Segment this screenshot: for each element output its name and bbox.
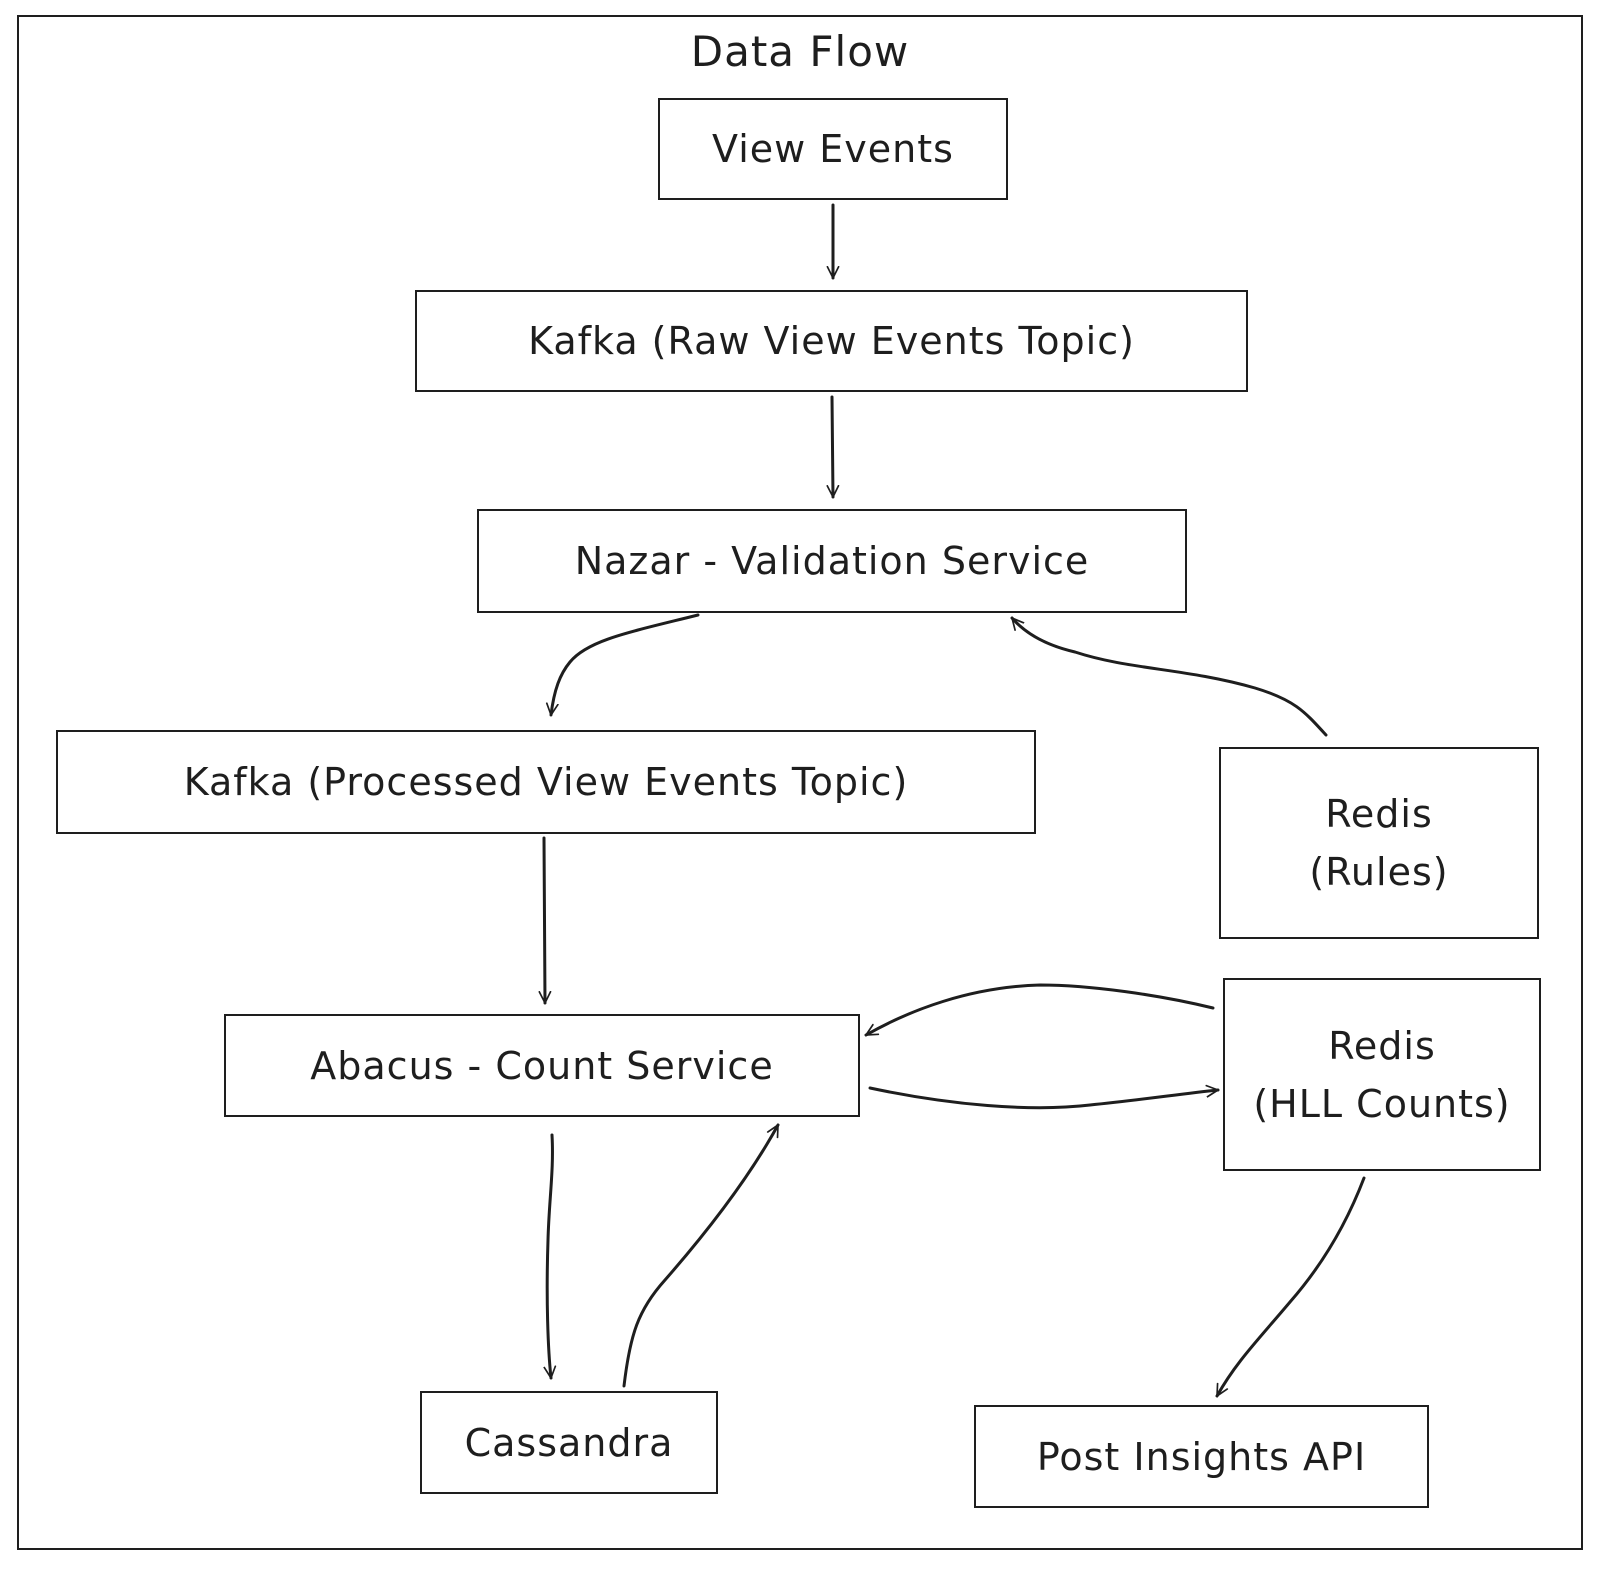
node-redis-hll-counts: Redis (HLL Counts)	[1223, 978, 1541, 1171]
node-view-events: View Events	[658, 98, 1008, 200]
diagram-frame	[17, 15, 1583, 1550]
diagram-title: Data Flow	[690, 27, 910, 76]
node-redis-rules: Redis (Rules)	[1219, 747, 1539, 939]
node-kafka-raw-topic: Kafka (Raw View Events Topic)	[415, 290, 1248, 392]
node-abacus-count-service: Abacus - Count Service	[224, 1014, 860, 1117]
node-post-insights-api: Post Insights API	[974, 1405, 1429, 1508]
node-cassandra: Cassandra	[420, 1391, 718, 1494]
node-kafka-processed-topic: Kafka (Processed View Events Topic)	[56, 730, 1036, 834]
node-nazar-validation-service: Nazar - Validation Service	[477, 509, 1187, 613]
